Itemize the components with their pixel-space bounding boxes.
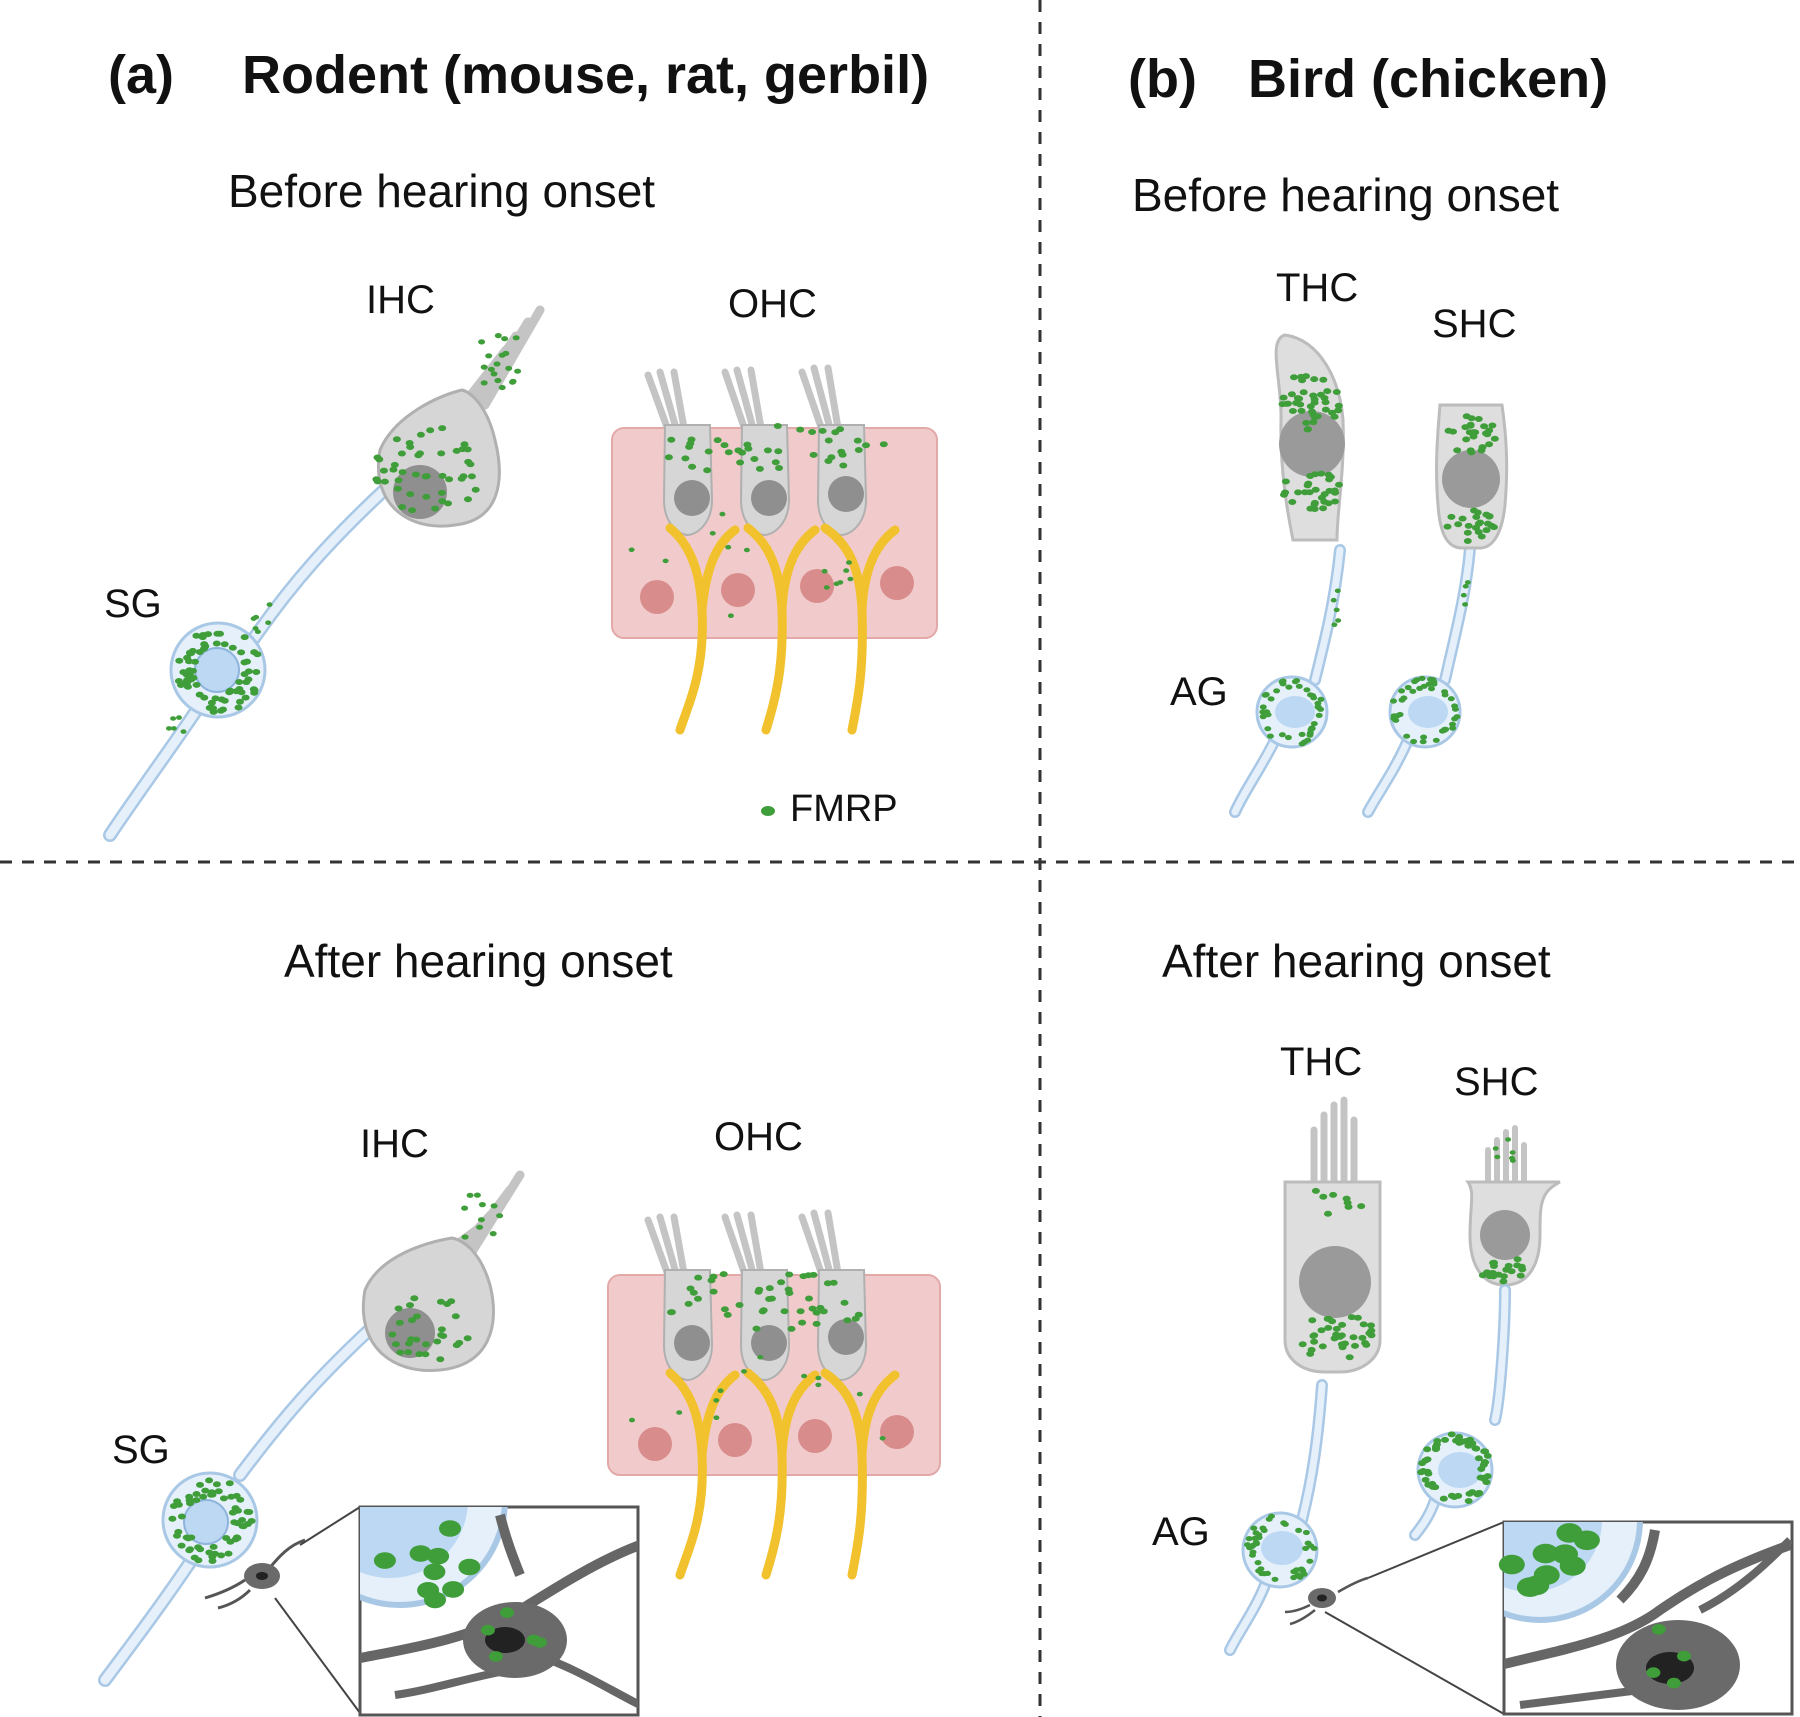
ag-label: AG — [1152, 1510, 1210, 1554]
bird-after-stage: After hearing onset — [1162, 935, 1551, 987]
ohc-cells — [644, 364, 868, 537]
rodent-before-illustration — [103, 305, 938, 842]
support-nucleus — [640, 580, 674, 614]
sg-label: SG — [112, 1428, 170, 1472]
thc-label: THC — [1276, 266, 1359, 310]
ohc-label: OHC — [728, 282, 817, 326]
thc-nucleus — [1299, 1246, 1371, 1318]
ihc-body — [362, 1236, 495, 1373]
sg-label: SG — [104, 582, 162, 626]
fmrp-granules — [166, 333, 1691, 1689]
legend-fmrp-dot — [761, 806, 775, 816]
thc-label: THC — [1280, 1040, 1363, 1084]
support-nucleus — [800, 569, 834, 603]
ag-nucleus — [1408, 696, 1448, 728]
panel-a-letter: (a) — [108, 45, 174, 105]
ihc-nucleus — [393, 465, 447, 519]
bird-before-stage: Before hearing onset — [1132, 169, 1560, 221]
inset-connector — [299, 1506, 361, 1546]
shc-nucleus — [1480, 1210, 1530, 1260]
sg-nucleus — [183, 1499, 229, 1545]
ag-label: AG — [1170, 670, 1228, 714]
support-nucleus — [638, 1427, 672, 1461]
support-nucleus — [718, 1423, 752, 1457]
inset-connector — [1367, 1521, 1505, 1579]
inset-connector — [1324, 1611, 1505, 1715]
panel-b-letter: (b) — [1128, 49, 1197, 109]
shc-label: SHC — [1454, 1060, 1539, 1104]
ag-nucleus — [1261, 1531, 1303, 1565]
panel-a-title: Rodent (mouse, rat, gerbil) — [242, 45, 930, 105]
rodent-after-illustration — [98, 1170, 941, 1717]
efferent-fibers — [665, 523, 900, 735]
legend-fmrp-label: FMRP — [790, 788, 898, 830]
ohc-label: OHC — [714, 1115, 803, 1159]
bird-after-illustration — [1224, 1096, 1794, 1716]
panel-b-title: Bird (chicken) — [1248, 49, 1609, 109]
support-nucleus — [721, 573, 755, 607]
ihc-stereocilia — [465, 305, 545, 410]
rodent-after-stage: After hearing onset — [284, 935, 673, 987]
inset-connector — [274, 1597, 361, 1714]
ag-nucleus — [1438, 1452, 1482, 1488]
shc-label: SHC — [1432, 302, 1517, 346]
support-nucleus — [880, 1415, 914, 1449]
ag-nucleus — [1275, 696, 1315, 728]
ihc-label: IHC — [360, 1122, 429, 1166]
bird-before-illustration — [1229, 333, 1509, 818]
shc-nucleus — [1442, 450, 1500, 508]
support-nucleus — [880, 566, 914, 600]
thc-nucleus — [1279, 411, 1345, 477]
rodent-before-stage: Before hearing onset — [228, 165, 656, 217]
ihc-label: IHC — [366, 278, 435, 322]
support-nucleus — [798, 1419, 832, 1453]
